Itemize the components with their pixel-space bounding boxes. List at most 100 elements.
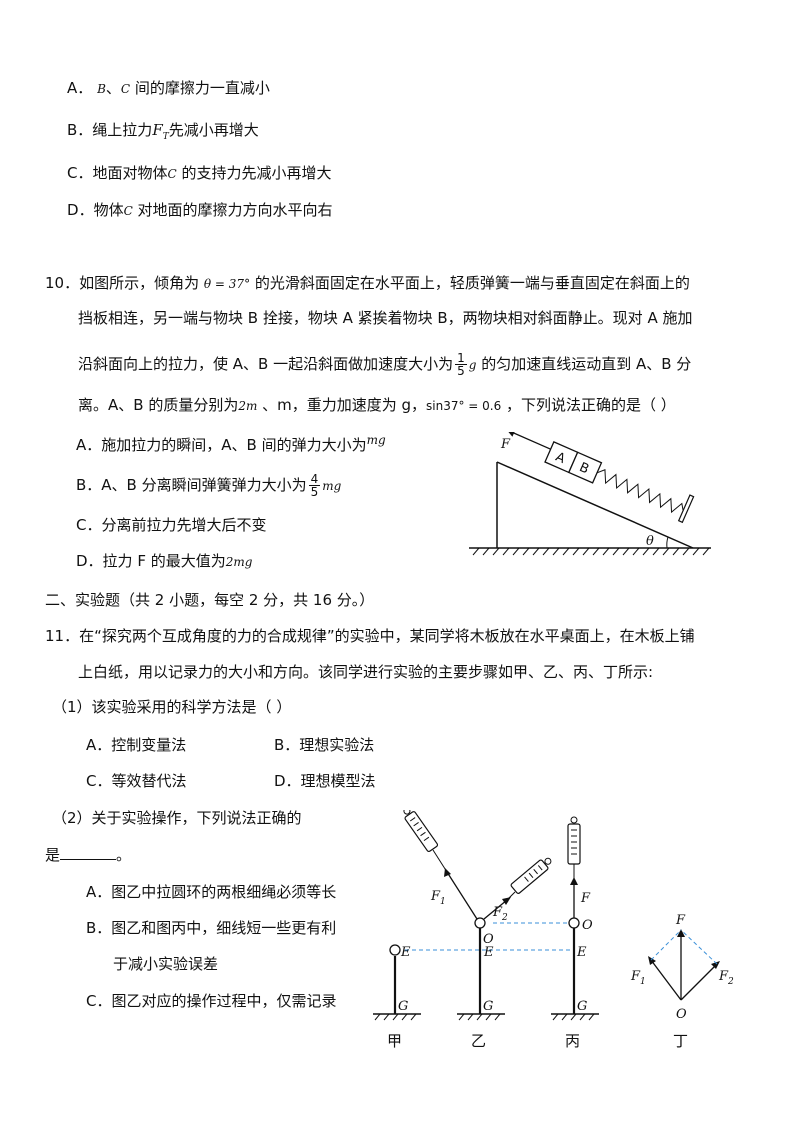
- q10-option-c: C．分离前拉力先增大后不变: [76, 516, 267, 534]
- caption-ding: 丁: [673, 1032, 688, 1050]
- fraction-numerator: 4: [308, 472, 321, 486]
- option-value: 2mg: [225, 555, 253, 569]
- option-text: B．A、B 分离瞬间弹簧弹力大小为: [76, 476, 307, 494]
- question-text: 、m，重力加速度为 g，: [257, 396, 427, 414]
- option-text: 对地面的摩擦力方向水平向右: [132, 201, 333, 219]
- q11-sub1-option-c: C．等效替代法: [86, 772, 187, 790]
- incline-figure: θ A B F: [469, 432, 711, 556]
- symbol-g: g: [468, 358, 477, 372]
- q9-option-c: C．地面对物体C 的支持力先减小再增大: [67, 163, 331, 184]
- option-letter: B: [67, 121, 78, 139]
- question-number: 10: [45, 274, 65, 292]
- label-e: E: [483, 945, 494, 960]
- label-e: E: [576, 945, 587, 960]
- label-o: O: [676, 1007, 687, 1022]
- caption-yi: 乙: [471, 1032, 486, 1050]
- q11-sub2-option-c: C．图乙对应的操作过程中，仅需记录: [86, 992, 337, 1010]
- label-f: F: [675, 913, 686, 928]
- fraction-denominator: 5: [457, 364, 465, 378]
- label-g: G: [577, 999, 587, 1014]
- question-text: 是: [45, 846, 61, 864]
- spring-scale-vertical: [567, 816, 581, 865]
- incline-slope: [496, 461, 694, 549]
- option-text: 先减小再增大: [168, 121, 259, 139]
- symbol-b: B: [97, 82, 106, 96]
- label-f1: F: [430, 889, 441, 904]
- q11-sub1-option-b: B．理想实验法: [274, 736, 375, 754]
- q9-option-b: B．绳上拉力FT先减小再增大: [67, 120, 259, 147]
- q11-sub2-option-b-line-1: B．图乙和图丙中，细线短一些更有利: [86, 919, 337, 937]
- caption-bing: 丙: [565, 1032, 580, 1050]
- label-f2: F: [492, 905, 503, 920]
- option-text: ．: [77, 79, 93, 97]
- option-letter: D: [67, 201, 79, 219]
- label-g: G: [483, 999, 493, 1014]
- q11-sub2-option-a: A．图乙中拉圆环的两根细绳必须等长: [86, 883, 337, 901]
- label-f2-sub: 2: [501, 913, 508, 923]
- option-text: 的支持力先减小再增大: [176, 164, 332, 182]
- spring-scale-left: [403, 810, 439, 853]
- option-text: A．施加拉力的瞬间，A、B 间的弹力大小为: [76, 436, 367, 454]
- question-text: 离。A、B 的质量分别为: [78, 396, 239, 414]
- symbol-c: C: [167, 167, 177, 181]
- option-text: 间的摩擦力一直减小: [130, 79, 270, 97]
- question-text: 的匀加速直线运动直到 A、B 分: [476, 355, 692, 373]
- theta-equation: θ = 37°: [203, 277, 251, 291]
- q11-line-1: 11．在“探究两个互成角度的力的合成规律”的实验中，某同学将木板放在水平桌面上，…: [45, 626, 695, 646]
- option-value: mg: [322, 479, 342, 493]
- angle-arc: [666, 536, 669, 549]
- q9-option-d: D．物体C 对地面的摩擦力方向水平向右: [67, 200, 333, 221]
- section-heading: 二、实验题（共 2 小题，每空 2 分，共 16 分。）: [45, 591, 375, 609]
- question-text: ，下列说法正确的是（ ）: [501, 396, 676, 414]
- experiment-figure: E G 甲 O E G F 1 F 2 乙: [373, 810, 734, 1050]
- fraction-numerator: 1: [455, 351, 467, 365]
- spring: [596, 469, 684, 514]
- question-text: 沿斜面向上的拉力，使 A、B 一起沿斜面做加速度大小为: [78, 355, 454, 373]
- label-o: O: [483, 932, 494, 947]
- question-number: 11: [45, 627, 65, 645]
- mass-a: 2m: [238, 399, 258, 413]
- question-text: 。: [116, 846, 132, 864]
- q11-sub-1: （1）该实验采用的科学方法是（ ）: [52, 698, 292, 716]
- force-arrowhead: [506, 432, 516, 437]
- theta-label: θ: [646, 534, 654, 549]
- option-text: ．绳上拉力: [77, 121, 153, 139]
- fraction-denominator: 5: [310, 485, 319, 499]
- q11-sub-2-line-1: （2）关于实验操作，下列说法正确的: [52, 809, 302, 827]
- label-f: F: [580, 891, 591, 906]
- question-text: ．如图所示，倾角为: [64, 274, 200, 292]
- option-text: D．拉力 F 的最大值为: [76, 552, 226, 570]
- force-arrow: [510, 432, 551, 450]
- option-text: 、: [105, 79, 121, 97]
- symbol-c: C: [123, 204, 133, 218]
- panel-ding: F F 1 F 2 O 丁: [630, 913, 734, 1050]
- q11-sub1-option-a: A．控制变量法: [86, 736, 187, 754]
- q11-sub1-option-d: D．理想模型法: [274, 772, 376, 790]
- spring-scale-right: [510, 857, 552, 894]
- ground-hatch: [472, 547, 710, 556]
- label-f2-sub: 2: [727, 977, 734, 987]
- q9-option-a: A． B、C 间的摩擦力一直减小: [67, 78, 270, 99]
- q10-option-d: D．拉力 F 的最大值为2mg: [76, 551, 252, 572]
- label-f2: F: [718, 969, 729, 984]
- answer-blank[interactable]: [60, 845, 117, 860]
- q10-line-2: 挡板相连，另一端与物块 B 拴接，物块 A 紧挨着物块 B，两物块相对斜面静止。…: [78, 309, 693, 327]
- symbol-sub-t: T: [162, 132, 169, 142]
- label-f1-sub: 1: [440, 897, 446, 907]
- option-text: ．物体: [78, 201, 124, 219]
- blocks-group: A B: [506, 432, 695, 524]
- question-text: ．在“探究两个互成角度的力的合成规律”的实验中，某同学将木板放在水平桌面上，在木…: [64, 627, 695, 645]
- caption-jia: 甲: [387, 1032, 402, 1050]
- panel-jia: E G 甲: [373, 944, 421, 1050]
- option-value: mg: [366, 433, 386, 447]
- label-f1: F: [630, 969, 641, 984]
- baffle: [677, 494, 695, 524]
- force-label: F: [500, 437, 511, 452]
- q10-option-a: A．施加拉力的瞬间，A、B 间的弹力大小为mg: [76, 430, 386, 455]
- question-text: 的光滑斜面固定在水平面上，轻质弹簧一端与垂直固定在斜面上的: [250, 274, 690, 292]
- symbol-c: C: [120, 82, 131, 96]
- option-text: ．地面对物体: [77, 164, 168, 182]
